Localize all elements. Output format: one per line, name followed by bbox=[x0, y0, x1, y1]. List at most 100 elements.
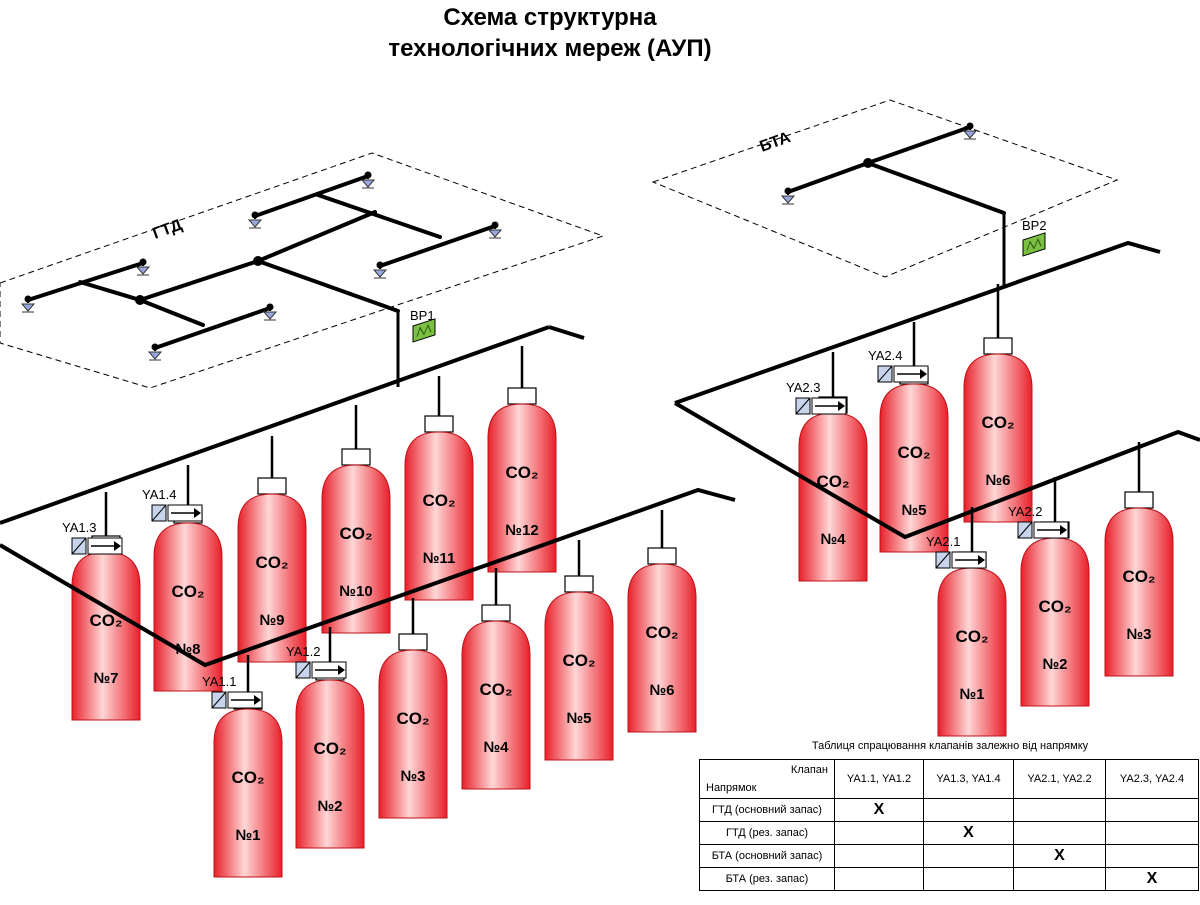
cylinder-body bbox=[461, 620, 531, 790]
table-row: ГТД (основний запас) X bbox=[699, 798, 1199, 822]
cylinder-gas-label: CO₂ bbox=[1038, 597, 1071, 616]
gtd-junction bbox=[253, 256, 263, 266]
page-title-line-2: технологічних мереж (АУП) bbox=[388, 35, 712, 62]
solenoid-valve: YA2.3 bbox=[786, 380, 847, 415]
cylinder-head bbox=[481, 604, 511, 622]
cylinder-gas-label: CO₂ bbox=[505, 463, 538, 482]
cylinder-number-label: №3 bbox=[400, 768, 425, 785]
cylinder-body bbox=[937, 567, 1007, 737]
bta-junction bbox=[863, 158, 873, 168]
solenoid-valve-label: YA1.3 bbox=[62, 520, 96, 535]
cylinder-head bbox=[564, 575, 594, 593]
cylinder-body bbox=[879, 383, 949, 553]
cylinder-number-label: №2 bbox=[317, 798, 342, 815]
cylinder-gas-label: CO₂ bbox=[396, 709, 429, 728]
gtd-zone-outline bbox=[0, 152, 605, 389]
gtd-back-cylinder-row: CO₂№12CO₂№11CO₂№10CO₂№9CO₂№8YA1.4CO₂№7YA… bbox=[0, 325, 585, 721]
table-cell bbox=[1105, 844, 1199, 868]
table-cell bbox=[1013, 867, 1106, 891]
nozzle-icon bbox=[963, 121, 977, 140]
cylinder-head bbox=[257, 477, 287, 495]
bp2-label: BP2 bbox=[1022, 218, 1047, 233]
cylinder-gas-label: CO₂ bbox=[89, 611, 122, 630]
table-row-label: ГТД (рез. запас) bbox=[699, 821, 835, 845]
solenoid-valve-label: YA2.1 bbox=[926, 534, 960, 549]
bta-zone-label: БТА bbox=[758, 129, 794, 156]
cylinder-head bbox=[398, 633, 428, 651]
table-header-row: Клапан Напрямок YA1.1, YA1.2 YA1.3, YA1.… bbox=[699, 759, 1199, 799]
nozzle-icon bbox=[136, 257, 150, 276]
gtd-junction bbox=[135, 295, 145, 305]
cylinder-gas-label: CO₂ bbox=[313, 739, 346, 758]
solenoid-valve-label: YA2.2 bbox=[1008, 504, 1042, 519]
table-cell bbox=[923, 798, 1014, 822]
table-cell bbox=[1013, 798, 1106, 822]
cylinder-number-label: №6 bbox=[985, 472, 1010, 489]
bta-pipe-network bbox=[786, 125, 1006, 215]
cylinder-body bbox=[627, 563, 697, 733]
arrow-right-icon bbox=[978, 555, 985, 565]
cylinder-number-label: №2 bbox=[1042, 656, 1067, 673]
cylinder-body bbox=[963, 353, 1033, 523]
cylinder-gas-label: CO₂ bbox=[422, 491, 455, 510]
bp2-valve-icon bbox=[1022, 232, 1046, 257]
gtd-front-manifold bbox=[0, 487, 736, 668]
cylinder-number-label: №7 bbox=[93, 670, 118, 687]
solenoid-valve-label: YA2.4 bbox=[868, 348, 902, 363]
cylinder-number-label: №9 bbox=[259, 612, 284, 629]
table-cell bbox=[1105, 821, 1199, 845]
cylinder-gas-label: CO₂ bbox=[1122, 567, 1155, 586]
solenoid-valve-label: YA1.1 bbox=[202, 674, 236, 689]
bp1-valve-icon bbox=[412, 318, 436, 343]
cylinder-body bbox=[1020, 537, 1090, 707]
co2-cylinder: CO₂ №10 bbox=[321, 405, 391, 634]
cylinder-gas-label: CO₂ bbox=[955, 627, 988, 646]
table-row-label: БТА (рез. запас) bbox=[699, 867, 835, 891]
cylinder-gas-label: CO₂ bbox=[231, 768, 264, 787]
arrow-right-icon bbox=[1060, 525, 1067, 535]
cylinder-number-label: №8 bbox=[175, 641, 200, 658]
cylinder-gas-label: CO₂ bbox=[897, 443, 930, 462]
solenoid-valve: YA1.4 bbox=[142, 487, 203, 522]
cylinder-number-label: №10 bbox=[339, 583, 372, 600]
cylinder-head bbox=[341, 448, 371, 466]
cylinder-body bbox=[487, 403, 557, 573]
page-title-line-1: Схема структурна bbox=[443, 4, 657, 31]
cylinder-body bbox=[295, 679, 365, 849]
cylinder-body bbox=[153, 522, 223, 692]
cylinder-number-label: №5 bbox=[901, 502, 926, 519]
arrow-right-icon bbox=[838, 401, 845, 411]
cylinder-body bbox=[378, 649, 448, 819]
cylinder-number-label: №3 bbox=[1126, 626, 1151, 643]
cylinder-body bbox=[321, 464, 391, 634]
cylinder-body bbox=[1104, 507, 1174, 677]
arrow-right-icon bbox=[920, 369, 927, 379]
table-row: ГТД (рез. запас) X bbox=[699, 821, 1199, 845]
table-column-header: YA2.3, YA2.4 bbox=[1105, 759, 1199, 799]
table-cell: X bbox=[834, 798, 924, 822]
solenoid-valve-label: YA2.3 bbox=[786, 380, 820, 395]
valve-table-caption: Таблиця спрацювання клапанів залежно від… bbox=[811, 740, 1089, 752]
cylinder-head bbox=[983, 337, 1013, 355]
cylinder-gas-label: CO₂ bbox=[645, 623, 678, 642]
nozzle-icon bbox=[263, 302, 277, 321]
table-cell bbox=[1013, 821, 1106, 845]
table-cell: X bbox=[923, 821, 1014, 845]
cylinder-gas-label: CO₂ bbox=[339, 524, 372, 543]
solenoid-valve: YA1.2 bbox=[286, 644, 347, 679]
cylinder-gas-label: CO₂ bbox=[981, 413, 1014, 432]
bp1-label: BP1 bbox=[410, 308, 435, 323]
solenoid-valve: YA2.2 bbox=[1008, 504, 1069, 539]
solenoid-valve: YA2.1 bbox=[926, 534, 987, 569]
cylinder-number-label: №4 bbox=[820, 531, 846, 548]
cylinder-gas-label: CO₂ bbox=[816, 472, 849, 491]
